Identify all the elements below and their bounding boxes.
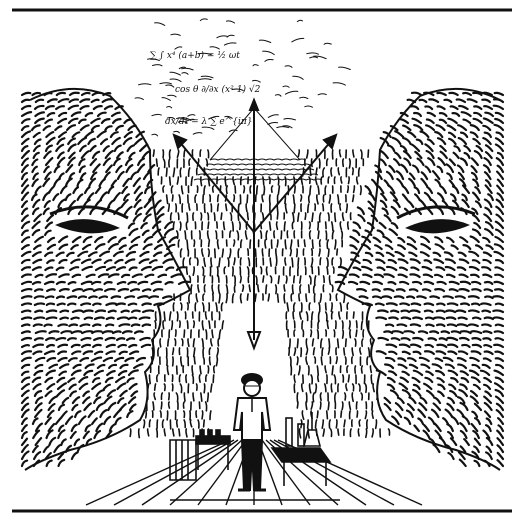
left-face-outline — [24, 87, 192, 471]
left-eye — [49, 205, 129, 234]
formula-text-2: cos θ ∂/∂x (x²-1) √2 — [175, 84, 261, 95]
formula-text-1: ∑ ∫ x⁴ (a+b) = ½ ωt — [150, 50, 240, 61]
arrow-diagram — [172, 97, 338, 351]
lab-bench-right — [270, 412, 332, 486]
sea-horizon — [193, 158, 323, 181]
right-eye — [396, 205, 476, 234]
right-face-profile — [334, 91, 505, 468]
right-face-outline — [336, 87, 501, 471]
formula-cloud — [134, 18, 351, 137]
lab-bench-left — [169, 429, 231, 481]
canyon-walls — [129, 149, 391, 439]
standing-man — [232, 373, 272, 492]
formula-text-3: dx/dt = λ ∑ e^{iπ} — [165, 117, 252, 127]
left-face-profile — [20, 91, 190, 468]
